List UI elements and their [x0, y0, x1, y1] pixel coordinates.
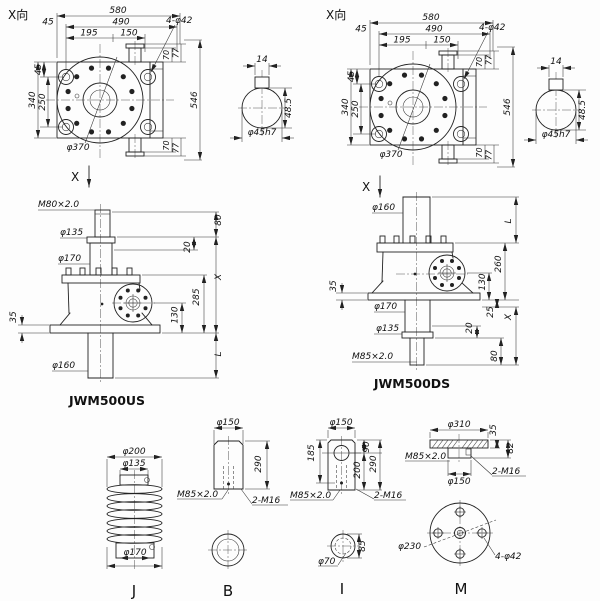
- accessory-b-endcap: φ150 290 M85×2.0 2-M16 B: [177, 418, 288, 600]
- label-m-holes: 4-φ42: [495, 552, 522, 562]
- dim-key-width: 14: [256, 55, 268, 65]
- dim-i-90: 90: [362, 441, 372, 453]
- plan-view-gearbox-2: [341, 13, 515, 167]
- label-d170-us: φ170: [58, 254, 81, 264]
- dim-80-us: 80: [214, 214, 224, 226]
- dim-offset-45: 45: [42, 18, 54, 28]
- dim-77-top: 77: [172, 47, 181, 58]
- label-d160-us: φ160: [52, 361, 75, 371]
- dim-base-35-us: 35: [9, 311, 19, 323]
- svg-text:X: X: [362, 180, 370, 194]
- dim-j-d170: φ170: [123, 548, 146, 558]
- dim-l-us: L: [214, 351, 224, 356]
- dim-80-ds: 80: [490, 350, 500, 362]
- dim-70-bottom: 70: [162, 140, 171, 150]
- label-b-tap: 2-M16: [252, 496, 280, 506]
- accessory-j-bellows: φ200 φ135 φ170 J: [106, 447, 163, 600]
- dim-546: 546: [190, 91, 200, 108]
- dim-i-185: 185: [307, 444, 317, 461]
- dim-i-290: 290: [369, 455, 379, 472]
- svg-text:X: X: [71, 170, 79, 184]
- dim-250: 250: [38, 93, 48, 110]
- dim-70-top: 70: [162, 50, 171, 60]
- front-view-jwm500ds: φ160 φ170 φ135 M85×2.0 35 L 260 130 25 X…: [329, 192, 519, 391]
- accessory-letter-m: M: [455, 580, 468, 598]
- label-i-tap: 2-M16: [374, 491, 402, 501]
- dim-j-d200: φ200: [122, 447, 145, 457]
- view-direction-label-left: X向: [8, 7, 28, 22]
- dim-20-ds: 20: [465, 322, 475, 334]
- bellows-corrugations: [106, 484, 163, 544]
- dim-overall-width: 580: [109, 6, 126, 16]
- section-arrow-right: X: [362, 175, 383, 198]
- label-d160-ds: φ160: [372, 203, 395, 213]
- dim-i-85: 85: [358, 540, 368, 552]
- front-view-jwm500us: M80×2.0 φ135 φ170 φ160 35 80 20 X 285 13…: [9, 200, 224, 408]
- dim-key-height: 48.5: [284, 98, 294, 118]
- dim-285-us: 285: [192, 288, 202, 305]
- dim-130-ds: 130: [478, 273, 488, 290]
- dim-i-d150: φ150: [329, 418, 352, 428]
- accessory-m-flange: φ310 35 82 M85×2.0 φ150 2-M16 φ230 4-φ42: [398, 420, 526, 598]
- dim-25-ds: 25: [486, 306, 496, 318]
- dim-x-us: X: [214, 273, 224, 281]
- worm-shaft-end-detail: 14 48.5 φ45h7: [230, 55, 294, 142]
- plan-view-gearbox: 580 490 45 195 150 45 250 340 546 70 77 …: [28, 6, 203, 161]
- model-name-ds: JWM500DS: [373, 376, 450, 391]
- section-hatching: [431, 439, 489, 449]
- label-m-tap: 2-M16: [492, 467, 520, 477]
- label-d170-ds: φ170: [374, 302, 397, 312]
- dim-base-35-ds: 35: [329, 280, 339, 292]
- dim-195: 195: [80, 29, 97, 39]
- dim-260-ds: 260: [494, 255, 504, 272]
- dim-m-d150: φ150: [447, 477, 470, 487]
- dim-45-vertical: 45: [34, 64, 44, 76]
- label-thread-us: M80×2.0: [38, 200, 79, 210]
- dim-flange-dia: φ370: [66, 143, 89, 153]
- label-m-thread: M85×2.0: [405, 452, 446, 462]
- callout-corner-holes: 4-φ42: [166, 16, 193, 26]
- accessory-letter-b: B: [223, 582, 233, 600]
- label-d135-ds: φ135: [376, 324, 399, 334]
- dim-340: 340: [28, 91, 38, 108]
- dim-130-us: 130: [171, 306, 181, 323]
- label-b-thread: M85×2.0: [177, 490, 218, 500]
- accessory-i-clevis: φ150 185 90 200 290 M85×2.0 2-M16 85 φ70…: [290, 418, 406, 598]
- section-arrow-left: X: [71, 165, 92, 188]
- model-name-us: JWM500US: [68, 393, 145, 408]
- worm-flange-bolts: [118, 288, 148, 318]
- dim-77-bottom: 77: [172, 142, 181, 153]
- flange-bolt-holes: [432, 506, 488, 560]
- dim-20-us: 20: [183, 241, 193, 253]
- label-m-boltcircle: φ230: [398, 542, 421, 552]
- dim-b-d150: φ150: [216, 418, 239, 428]
- worm-flange-bolts-ds: [433, 259, 461, 287]
- dim-b-290: 290: [254, 455, 264, 472]
- dim-m-d310: φ310: [447, 420, 470, 430]
- dim-x-ds: X: [504, 313, 514, 321]
- view-direction-label-right: X向: [326, 7, 346, 22]
- label-i-thread: M85×2.0: [290, 491, 331, 501]
- corner-bolt-holes: [58, 69, 156, 135]
- label-d135-us: φ135: [60, 228, 83, 238]
- dim-j-d135: φ135: [122, 459, 145, 469]
- label-thread-ds: M85×2.0: [352, 352, 393, 362]
- dim-i-200: 200: [353, 461, 363, 478]
- dim-m-35: 35: [489, 424, 499, 436]
- dim-150: 150: [120, 29, 137, 39]
- dim-shaft-dia: φ45h7: [248, 128, 277, 138]
- dim-bolt-span: 490: [112, 18, 129, 28]
- flange-bolt-circle: [65, 65, 135, 135]
- dim-m-82: 82: [506, 442, 516, 454]
- dim-l-ds: L: [504, 218, 514, 223]
- accessory-letter-j: J: [131, 582, 136, 600]
- worm-shaft-end-detail-2: [524, 57, 588, 144]
- label-i-d70: φ70: [318, 557, 336, 567]
- accessory-letter-i: I: [340, 580, 344, 598]
